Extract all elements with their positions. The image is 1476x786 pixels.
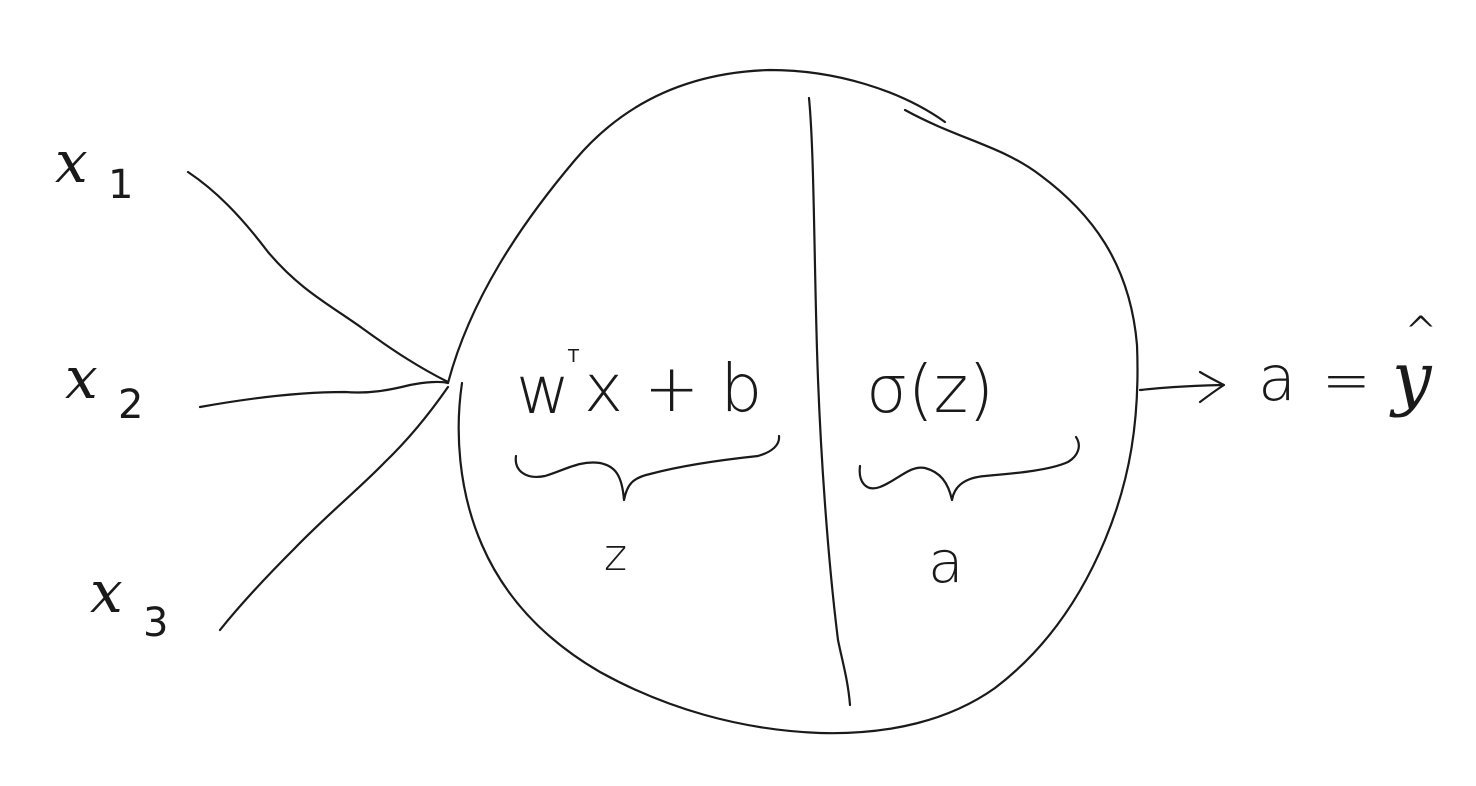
activation-expression: σ(z)	[866, 351, 994, 428]
neuron-circle	[446, 68, 1139, 735]
linear-expression: w T x + b	[516, 346, 762, 429]
input-label-x2: x 2	[65, 344, 143, 428]
input-edge-x3	[218, 385, 450, 632]
svg-text:a: a	[1258, 342, 1296, 415]
svg-text:^: ^	[1404, 309, 1438, 355]
linear-result-z: z	[604, 530, 627, 581]
svg-text:3: 3	[143, 600, 168, 646]
svg-text:x: x	[55, 128, 88, 196]
svg-text:x + b: x + b	[584, 350, 762, 427]
svg-text:1: 1	[108, 162, 133, 208]
neuron-divider	[807, 96, 852, 707]
output-arrow	[1138, 370, 1226, 404]
svg-text:=: =	[1322, 346, 1371, 414]
svg-text:y: y	[1389, 337, 1433, 419]
svg-text:x: x	[65, 344, 98, 412]
input-edge-x1	[186, 170, 450, 384]
svg-text:T: T	[567, 346, 580, 367]
activation-result-a: a	[928, 528, 964, 596]
linear-brace	[514, 434, 781, 502]
input-label-x1: x 1	[55, 128, 133, 208]
input-edge-x2	[198, 380, 450, 409]
svg-text:2: 2	[118, 382, 143, 428]
activation-brace	[858, 435, 1080, 502]
svg-text:x: x	[90, 558, 123, 626]
output-expression: a = y ^	[1258, 309, 1438, 419]
input-label-x3: x 3	[90, 558, 168, 646]
svg-text:w: w	[516, 352, 570, 429]
